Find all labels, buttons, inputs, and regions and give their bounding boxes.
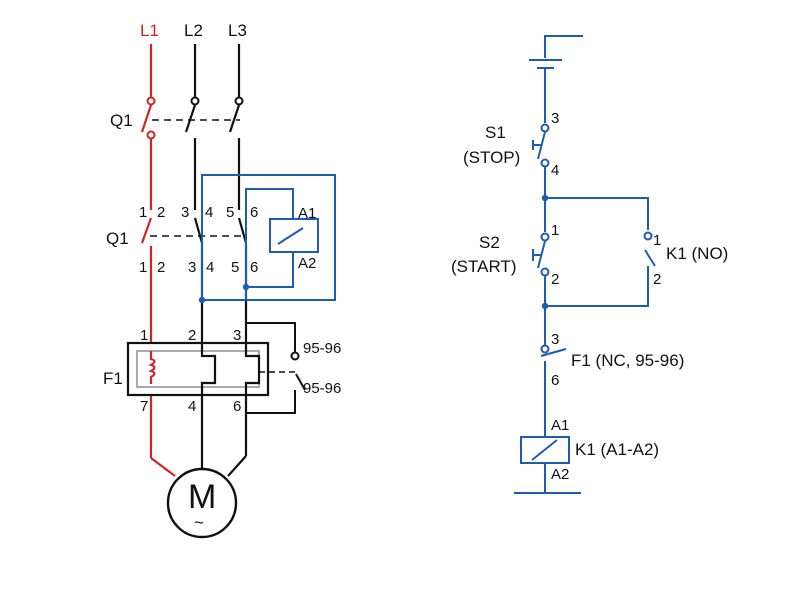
overload-nc-terminal-3: 3 [551,331,559,348]
junction-dot [198,296,206,304]
start-button-terminal-2: 2 [551,271,559,288]
coil-terminal-a1: A1 [298,205,316,222]
overload-label: F1 [103,369,123,388]
overload-contact-label-top: 95-96 [303,340,341,357]
contactor-terminal-1-top: 1 [139,204,147,221]
holding-contact-top [643,231,653,241]
control-labels: S1 (STOP) 3 4 S2 (START) 1 2 K1 (NO) 1 2… [451,110,728,483]
power-circuit: L1 L2 L3 [103,21,341,539]
contactor-terminal-2-top: 2 [157,204,165,221]
contactor-terminal-4-bottom: 4 [206,259,214,276]
motor-label: M [188,478,216,516]
contactor-terminal-3-bottom: 3 [188,259,196,276]
overload-nc-contact-blade [540,348,567,357]
motor-ac-symbol: ~ [194,513,204,532]
overload-terminal-2: 2 [188,327,196,344]
overload-terminal-6: 6 [233,398,241,415]
stop-button-terminal-3: 3 [551,110,559,127]
start-button-name: S2 [479,233,500,252]
overload-contact-label-bottom: 95-96 [303,380,341,397]
k1-coil-terminal-a1: A1 [551,417,569,434]
overload-nc-terminal-6: 6 [551,372,559,389]
phase-label-l2: L2 [184,21,203,40]
junction-dot [242,283,250,291]
k1-coil-slash [531,439,558,461]
switch-contact-dot-l1 [146,96,156,106]
k1-coil-terminal-a2: A2 [551,466,569,483]
switch-contact-dot-l1-bottom [146,130,156,140]
contactor-coil-symbol [269,218,319,253]
overload-terminal-7: 7 [140,398,148,415]
holding-contact-blade [644,249,656,267]
overload-terminal-4: 4 [188,398,196,415]
stop-button-actuator [532,140,541,150]
contactor-terminal-6-top: 6 [250,204,258,221]
overload-contact-wire-top [246,322,296,352]
overload-contact-dot [290,351,300,361]
stop-button-blade [537,131,546,160]
control-wiring-power-side [201,174,336,301]
stop-button-contact-top [540,123,550,133]
k1-coil-label: K1 (A1-A2) [575,440,659,459]
overload-terminal-1: 1 [140,327,148,344]
contactor-label: Q1 [106,229,129,248]
overload-contact-wire-bottom [246,390,296,414]
contactor-coil-slash [277,227,304,245]
contactor-terminal-3-top: 3 [181,204,189,221]
overload-contact-blade [295,373,306,391]
holding-branch-top [545,197,649,230]
phase-wire-l1 [140,44,176,477]
contactor-terminal-6-bottom: 6 [250,259,258,276]
switch-contact-dot-l3 [234,96,244,106]
overload-heater-l2 [200,343,217,395]
overload-heater-coil [148,351,156,384]
start-button-contact-top [540,232,550,242]
phase-label-l3: L3 [228,21,247,40]
overload-terminal-3: 3 [233,327,241,344]
coil-terminal-a2: A2 [298,255,316,272]
phase-label-l1: L1 [140,21,159,40]
holding-contact-terminal-2: 2 [653,271,661,288]
main-switch-label: Q1 [110,111,133,130]
junction-dot [541,194,549,202]
holding-branch-bottom [545,266,649,307]
contactor-terminal-4-top: 4 [205,204,213,221]
stop-button-contact-bottom [540,158,550,168]
stop-button-function: (STOP) [463,148,520,167]
switch-contact-dot-l2 [190,96,200,106]
overload-nc-contact-dot [540,344,550,354]
overload-heater-l3 [244,343,261,395]
holding-contact-terminal-1: 1 [653,232,661,249]
contactor-terminal-5-top: 5 [226,204,234,221]
overload-nc-label: F1 (NC, 95-96) [571,351,684,370]
start-button-actuator [532,249,541,261]
junction-dot [541,302,549,310]
motor-symbol [166,467,238,539]
start-button-terminal-1: 1 [551,222,559,239]
holding-contact-label: K1 (NO) [666,244,728,263]
control-circuit [514,35,656,494]
start-button-blade [537,240,546,269]
start-button-contact-bottom [540,267,550,277]
stop-button-terminal-4: 4 [551,162,559,179]
contactor-terminal-2-bottom: 2 [157,259,165,276]
contactor-terminal-5-bottom: 5 [231,259,239,276]
start-button-function: (START) [451,257,516,276]
control-supply-top [544,35,583,58]
contactor-terminal-1-bottom: 1 [139,259,147,276]
stop-button-name: S1 [485,123,506,142]
